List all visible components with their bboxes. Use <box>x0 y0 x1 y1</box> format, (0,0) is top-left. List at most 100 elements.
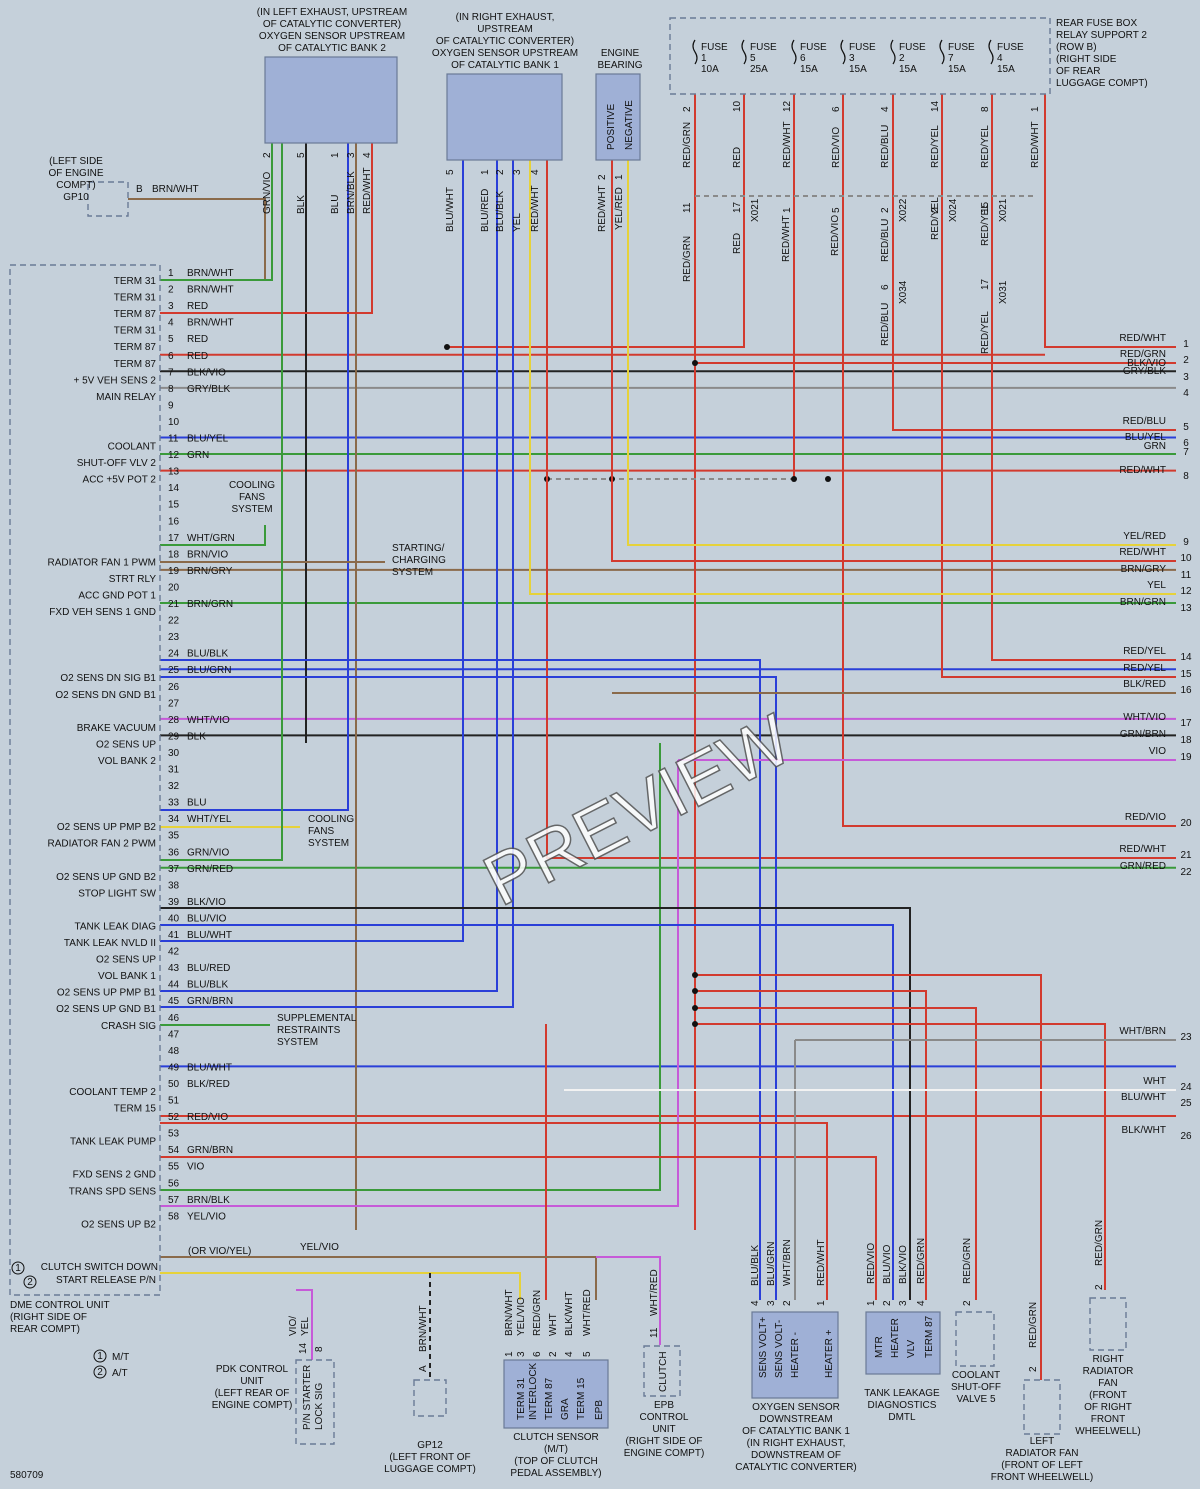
label-line: FAN <box>1098 1378 1117 1389</box>
label-line: GP12 <box>417 1440 443 1451</box>
label-line: 6 <box>1183 438 1189 449</box>
dme-pin-number: 42 <box>168 947 180 958</box>
label-line: SYSTEM <box>392 567 433 578</box>
right-o2-pin: 5 <box>445 169 456 175</box>
legend-at: A/T <box>112 1368 128 1379</box>
dme-pin-label: BRAKE VACUUM <box>77 723 156 734</box>
label-line: 10 <box>168 417 180 428</box>
label-line: BLU/BLK <box>495 191 506 232</box>
label-line: 16 <box>168 516 180 527</box>
label-line: GRN <box>1144 441 1166 452</box>
label-line: (IN LEFT EXHAUST, UPSTREAM <box>257 7 407 18</box>
label-line: 5 <box>831 207 842 213</box>
red-grn-tank <box>695 990 927 1300</box>
dme-pin-number: 6 <box>168 351 174 362</box>
label-line: 8 <box>1183 471 1189 482</box>
label-line: 21 <box>1180 850 1192 861</box>
label-line: CLUTCH SENSOR <box>513 1432 599 1443</box>
label-line: BRN/WHT <box>187 268 234 279</box>
label-line: CLUTCH SWITCH DOWN <box>41 1262 158 1273</box>
right-connector-number: 22 <box>1180 867 1192 878</box>
o2down-term: HEATER - <box>790 1332 801 1378</box>
label-line: 4 <box>168 318 174 329</box>
right-connector-number: 9 <box>1183 537 1189 548</box>
o2down-pin: 3 <box>766 1300 777 1306</box>
gp12-wire: BRN/WHT <box>418 1305 429 1352</box>
dme-pin-wire: BLU/YEL <box>187 434 229 445</box>
dme-pin-wire: WHT/VIO <box>187 715 230 726</box>
legend-1: 1 <box>97 1351 103 1362</box>
left-o2-pin: 1 <box>330 152 341 158</box>
label-line: 2 <box>495 169 506 175</box>
label-line: CLUTCH <box>658 1351 669 1392</box>
label-line: VALVE 5 <box>956 1394 996 1405</box>
label-line: (FRONT <box>1089 1390 1127 1401</box>
right-connector-number: 8 <box>1183 471 1189 482</box>
label-line: 15A <box>997 64 1015 75</box>
label-line: BLK/VIO <box>187 897 226 908</box>
label-line: 2 <box>899 53 905 64</box>
right-connector-number: 7 <box>1183 447 1189 458</box>
label-line: WHEELWELL) <box>1075 1426 1140 1437</box>
splice-dot <box>692 988 698 994</box>
label-line: YEL/VIO <box>300 1242 339 1253</box>
connector-id: X031 <box>998 280 1009 304</box>
label-line: MTR <box>874 1336 885 1358</box>
coolant-shutoff-valve <box>955 1311 995 1367</box>
right-connector-number: 24 <box>1180 1082 1192 1093</box>
epb-pin: 11 <box>649 1327 660 1338</box>
dme-pin-label: RADIATOR FAN 1 PWM <box>47 557 156 568</box>
dme-pin-label: FXD VEH SENS 1 GND <box>49 607 156 618</box>
right-o2-wire: BLU/RED <box>480 189 491 232</box>
label-line: CRASH SIG <box>101 1021 156 1032</box>
left-o2-wire: RED/WHT <box>362 167 373 214</box>
fuse-symbol <box>840 39 846 65</box>
label-line: 21 <box>168 599 180 610</box>
dme-pin-number: 41 <box>168 930 180 941</box>
right-wire-label: WHT/BRN <box>1119 1026 1166 1037</box>
dme-pin-number: 40 <box>168 913 180 924</box>
label-line: 14 <box>298 1342 309 1354</box>
right-connector-number: 13 <box>1180 603 1192 614</box>
label-line: 11 <box>168 434 179 445</box>
dme-pin-wire: BRN/GRY <box>187 566 233 577</box>
left-o2-pin: 4 <box>362 152 373 158</box>
fuse2-wire <box>892 94 1176 431</box>
label-line: BRN/BLK <box>187 1195 230 1206</box>
label-line: O2 SENS UP GND B2 <box>56 872 156 883</box>
right-connector-number: 18 <box>1180 735 1192 746</box>
label-line: 24 <box>1180 1082 1192 1093</box>
label-line: (IN RIGHT EXHAUST, <box>456 12 555 23</box>
wire-lbl: RED/WHT <box>781 215 792 262</box>
label-line: 5 <box>296 152 307 158</box>
right-o2-yel <box>529 160 1176 595</box>
dme-pin-wire: BLU/VIO <box>187 913 227 924</box>
label-line: 2 <box>1183 355 1189 366</box>
label-line: BLK/WHT <box>564 1292 575 1336</box>
right-connector-number: 12 <box>1180 586 1192 597</box>
label-line: 3 <box>516 1351 527 1357</box>
splice-dot <box>692 360 698 366</box>
label-line: RED/VIO <box>187 1112 228 1123</box>
label-line: SYSTEM <box>277 1037 318 1048</box>
coolant-wire: RED/GRN <box>962 1238 973 1284</box>
label-line: 15A <box>899 64 917 75</box>
left-o2-pin: 5 <box>296 152 307 158</box>
wires-layer <box>128 94 1176 1380</box>
dme-pin-number: 3 <box>168 301 174 312</box>
label-line: 3 <box>1183 372 1189 383</box>
o2down-wire: BLU/GRN <box>766 1242 777 1286</box>
label-line: O2 SENS UP PMP B2 <box>57 822 157 833</box>
label-line: O2 SENS UP <box>96 739 156 750</box>
label-line: BLU/GRN <box>766 1242 777 1286</box>
clutch-term: TERM 87 <box>544 1377 555 1420</box>
right-connector-number: 16 <box>1180 685 1192 696</box>
